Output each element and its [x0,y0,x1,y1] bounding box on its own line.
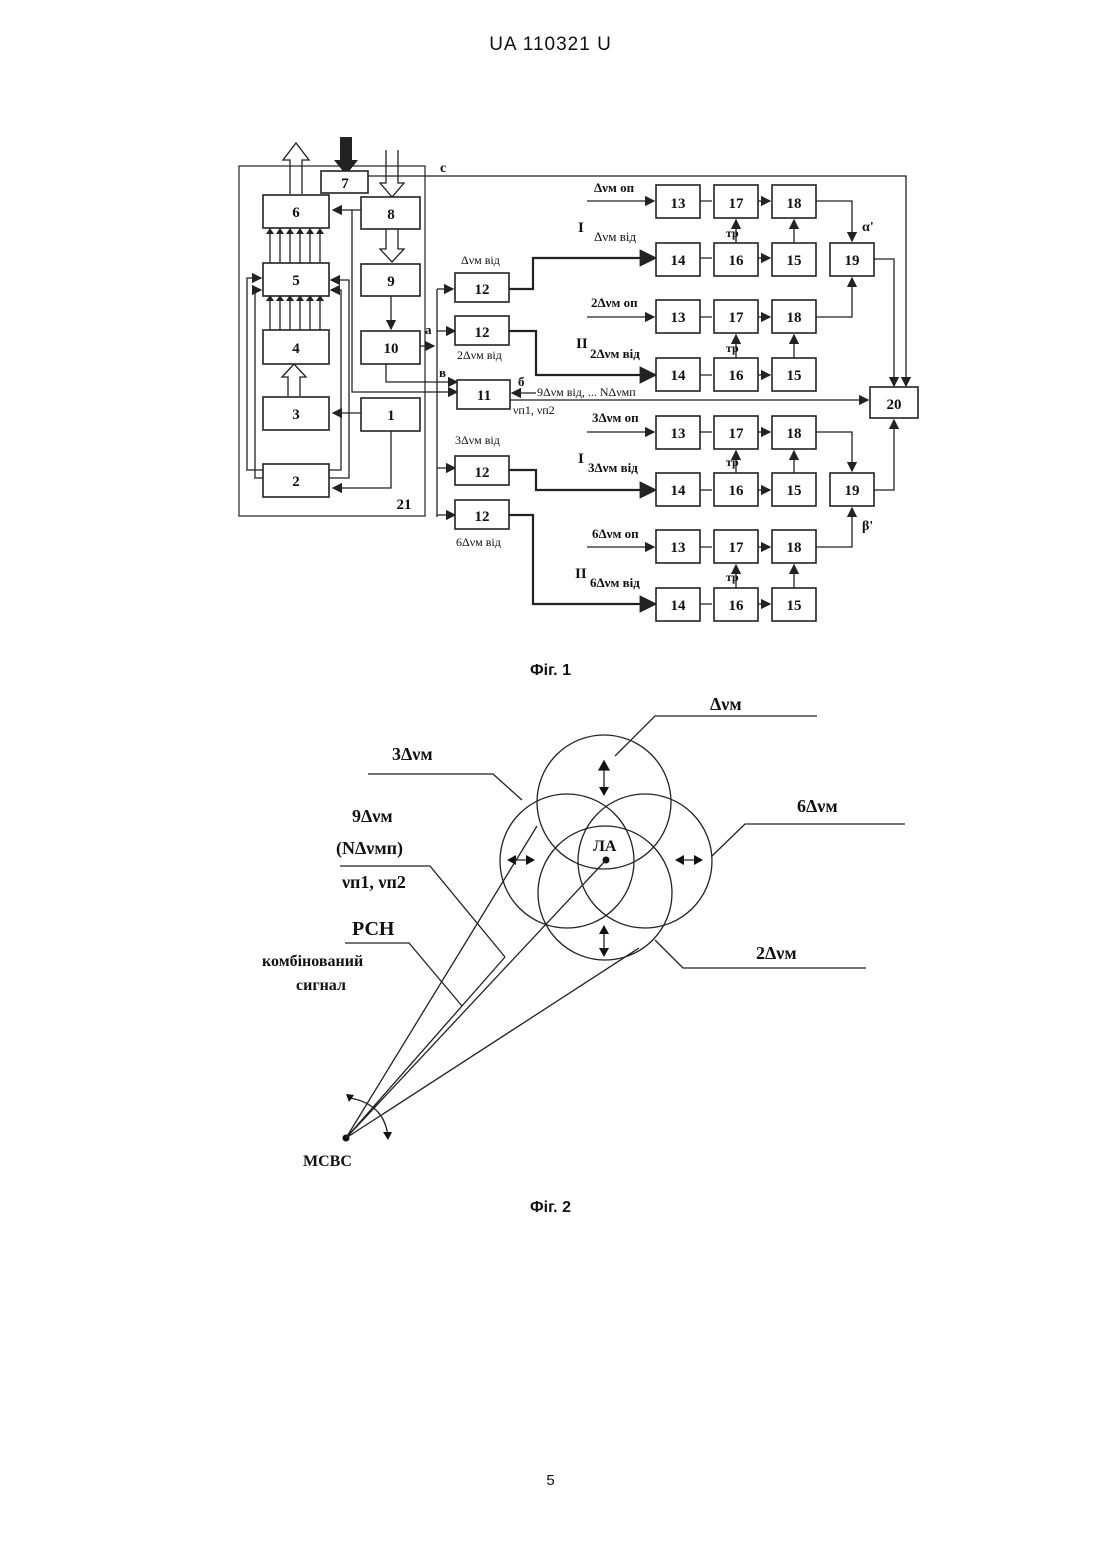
circle-3dv [500,794,634,928]
diagram-label: ЛА [593,838,617,855]
diagram-label: 17 [729,426,745,442]
diagram-label: 14 [671,598,687,614]
diagram-label: II [576,336,588,352]
diagram-label: 14 [671,253,687,269]
diagram-label: сигнал [296,977,346,994]
diagram-label: 6Δνм [797,796,838,816]
diagram-label: 15 [787,598,802,614]
diagram-label: Δνм від [461,253,500,267]
diagram-label: тр [726,226,739,240]
diagram-label: 18 [787,196,802,212]
diagram-label: 2Δνм [756,943,797,963]
diagram-label: 4 [292,341,300,357]
diagram-label: 12 [475,282,490,298]
diagram-label: 3Δνм від [455,433,500,447]
page-number: 5 [0,1472,1101,1489]
diagram-label: 18 [787,540,802,556]
diagram-label: 11 [477,388,491,404]
diagram-label: 2Δνм від [457,348,502,362]
diagram-label: 15 [787,483,802,499]
diagram-label: 3 [292,407,300,423]
diagram-label: 6Δνм від [456,535,501,549]
diagram-label: 8 [387,207,395,223]
diagram-label: 13 [671,540,686,556]
diagram-label: РСН [352,918,395,940]
block-21-label: 21 [397,497,412,513]
diagram-label: I [578,451,584,467]
diagram-label: 9Δνм [352,806,393,826]
diagram-label: Δνм оп [594,180,635,195]
diagram-label: тр [726,570,739,584]
diagram-label: 15 [787,253,802,269]
diagram-label: 17 [729,310,745,326]
diagram-label: 13 [671,196,686,212]
figure-2-caption: Фіг. 2 [0,1199,1101,1217]
diagram-label: 14 [671,368,687,384]
diagram-label: νп1, νп2 [513,403,555,417]
diagram-label: 18 [787,310,802,326]
diagram-label: 12 [475,325,490,341]
diagram-label: (NΔνмп) [336,838,403,859]
diagram-label: 16 [729,598,745,614]
diagram-label: 17 [729,540,745,556]
diagram-label: 6 [292,205,300,221]
diagram-label: б [518,374,525,389]
diagram-label: 2Δνм від [590,346,640,361]
diagram-label: 14 [671,483,687,499]
diagram-label: 1 [387,408,395,424]
diagram-label: 2Δνм оп [591,295,638,310]
channel-row-4: 6Δνм оп 13 17 18 II 6Δνм від 14 16 15 тр [575,526,816,621]
diagram-label: I [578,220,584,236]
figure-1-caption: Фіг. 1 [0,662,1101,680]
diagram-label: α' [862,220,874,235]
diagram-label: νп1, νп2 [341,872,406,892]
diagram-label: 9 [387,274,395,290]
circle-6dv [578,794,712,928]
diagram-label: 12 [475,465,490,481]
diagram-label: 10 [384,341,399,357]
diagram-label: комбінований [262,953,363,970]
diagram-label: II [575,566,587,582]
diagram-label: с [440,161,446,176]
diagram-label: тр [726,341,739,355]
diagram-label: в [439,365,446,380]
diagram-label: МСВС [303,1153,352,1170]
diagram-label: 17 [729,196,745,212]
diagram-label: 2 [292,474,300,490]
diagram-label: 9Δνм від, ... NΔνмп [537,385,636,399]
diagram-label: 13 [671,310,686,326]
diagram-label: 15 [787,368,802,384]
channel-row-2: 2Δνм оп 13 17 18 II 2Δνм від 14 16 15 тр [576,295,816,391]
diagram-label: 20 [887,397,902,413]
diagram-label: Δνм [710,694,742,714]
diagram-label: 3Δνм від [588,460,638,475]
diagram-label: 16 [729,253,745,269]
diagram-label: 6Δνм оп [592,526,639,541]
diagram-label: 18 [787,426,802,442]
diagram-label: 19 [845,483,860,499]
diagram-label: 3Δνм оп [592,410,639,425]
diagram-label: тр [726,455,739,469]
diagram-label: 3Δνм [392,744,433,764]
figure-2-diagram: ЛА МСВС Δνм 3Δνм 6Δνм 2Δνм 9Δνм (NΔνмп) … [262,694,905,1170]
diagram-label: 16 [729,483,745,499]
diagram-label: 6Δνм від [590,575,640,590]
diagram-label: 19 [845,253,860,269]
channel-row-3: 3Δνм оп 13 17 18 I 3Δνм від 14 16 15 тр [578,410,816,506]
diagram-label: 16 [729,368,745,384]
diagram-label: 7 [341,176,349,192]
channel-row-1: Δνм оп 13 17 18 I Δνм від 14 16 15 тр [578,180,816,276]
diagram-label: 5 [292,273,300,289]
diagram-label: 13 [671,426,686,442]
diagram-label: а [425,322,432,337]
diagram-label: 12 [475,509,490,525]
diagram-label: β' [862,519,873,534]
diagram-label: Δνм від [594,229,636,244]
